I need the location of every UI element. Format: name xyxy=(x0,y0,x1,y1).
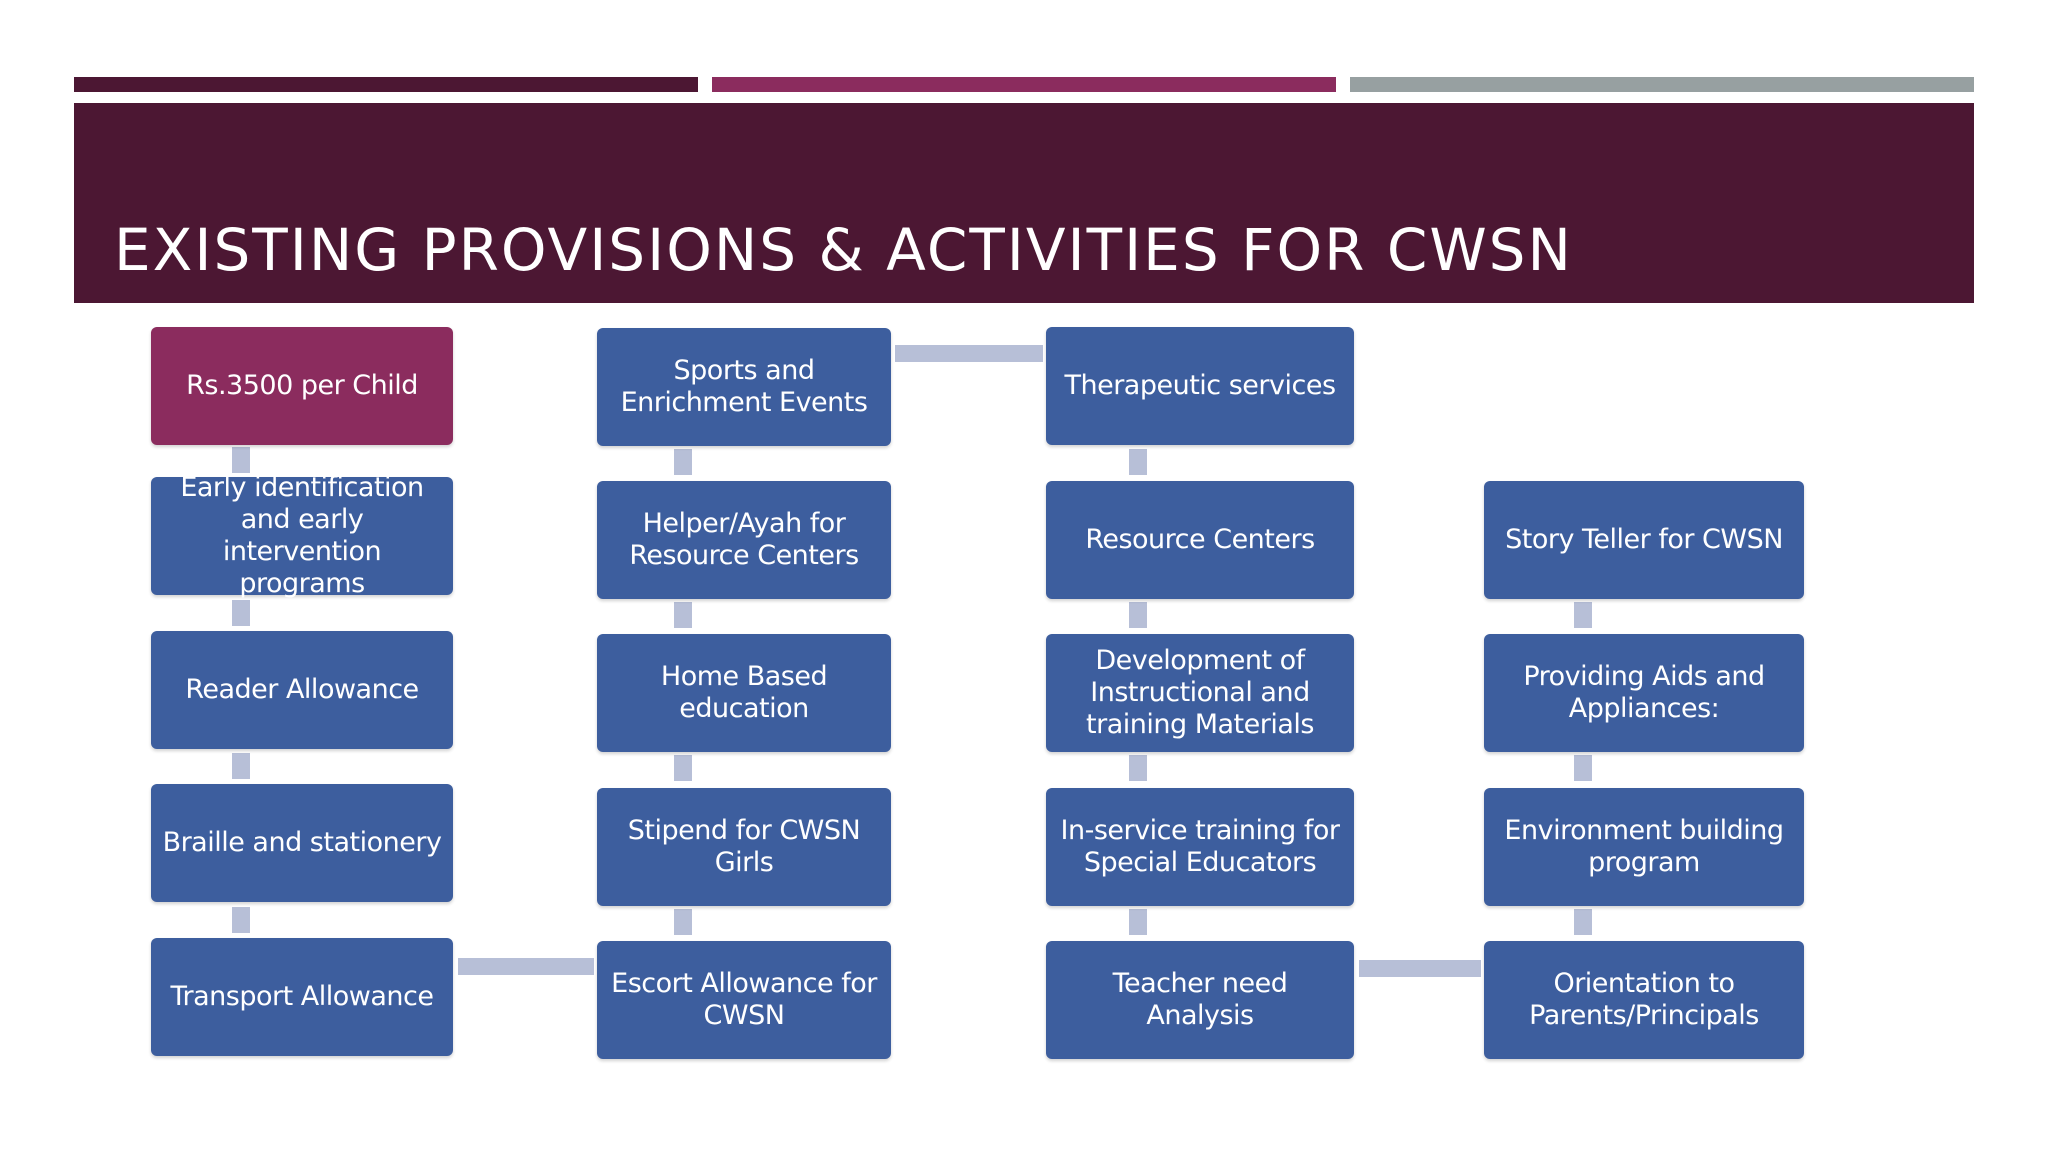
diagram-node: Sports and Enrichment Events xyxy=(597,328,891,446)
diagram-node: Reader Allowance xyxy=(151,631,453,749)
accent-bar-gray xyxy=(1350,77,1974,92)
connector xyxy=(458,958,594,975)
node-label: Braille and stationery xyxy=(162,827,442,858)
slide-title: EXISTING PROVISIONS & ACTIVITIES FOR CWS… xyxy=(114,216,1573,284)
connector xyxy=(674,602,692,628)
diagram-node: Providing Aids and Appliances: xyxy=(1484,634,1804,752)
diagram-node: Helper/Ayah for Resource Centers xyxy=(597,481,891,599)
diagram-node: Braille and stationery xyxy=(151,784,453,902)
connector xyxy=(1129,449,1147,475)
connector xyxy=(1574,602,1592,628)
connector xyxy=(674,755,692,781)
connector xyxy=(1574,755,1592,781)
node-label: Therapeutic services xyxy=(1064,370,1336,401)
node-label: Orientation to Parents/Principals xyxy=(1529,968,1759,1031)
accent-bar-magenta xyxy=(712,77,1336,92)
diagram-node: Story Teller for CWSN xyxy=(1484,481,1804,599)
diagram-node: Home Based education xyxy=(597,634,891,752)
node-label: Teacher need Analysis xyxy=(1112,968,1288,1031)
node-label: Resource Centers xyxy=(1085,524,1315,555)
diagram-node: Development of Instructional and trainin… xyxy=(1046,634,1354,752)
diagram-node: Resource Centers xyxy=(1046,481,1354,599)
diagram-node: Teacher need Analysis xyxy=(1046,941,1354,1059)
connector xyxy=(232,907,250,933)
diagram-node: Early identification and early intervent… xyxy=(151,472,453,599)
node-label: Early identification and early intervent… xyxy=(180,472,424,599)
node-label: Home Based education xyxy=(660,661,828,724)
node-label: Story Teller for CWSN xyxy=(1505,524,1783,555)
node-label: Rs.3500 per Child xyxy=(186,370,418,401)
diagram-node: In-service training for Special Educator… xyxy=(1046,788,1354,906)
diagram-node: Escort Allowance for CWSN xyxy=(597,941,891,1059)
node-label: Escort Allowance for CWSN xyxy=(611,968,877,1031)
connector xyxy=(674,449,692,475)
connector xyxy=(232,753,250,779)
node-label: Sports and Enrichment Events xyxy=(620,355,868,418)
title-band: EXISTING PROVISIONS & ACTIVITIES FOR CWS… xyxy=(74,103,1974,303)
connector xyxy=(1129,602,1147,628)
diagram-node: Transport Allowance xyxy=(151,938,453,1056)
diagram-node: Orientation to Parents/Principals xyxy=(1484,941,1804,1059)
node-label: Helper/Ayah for Resource Centers xyxy=(629,508,859,571)
accent-bar-dark xyxy=(74,77,698,92)
connector xyxy=(232,600,250,626)
connector xyxy=(232,447,250,473)
node-label: Development of Instructional and trainin… xyxy=(1086,645,1314,740)
connector xyxy=(895,345,1043,362)
diagram-node: Environment building program xyxy=(1484,788,1804,906)
node-label: Reader Allowance xyxy=(185,674,419,705)
connector xyxy=(1129,909,1147,935)
diagram-node: Stipend for CWSN Girls xyxy=(597,788,891,906)
node-label: Providing Aids and Appliances: xyxy=(1523,661,1765,724)
node-label: Transport Allowance xyxy=(170,981,434,1012)
connector xyxy=(1359,960,1481,977)
node-label: Stipend for CWSN Girls xyxy=(627,815,861,878)
node-label: In-service training for Special Educator… xyxy=(1060,815,1340,878)
connector xyxy=(1129,755,1147,781)
node-label: Environment building program xyxy=(1504,815,1784,878)
diagram-node: Rs.3500 per Child xyxy=(151,327,453,445)
connector xyxy=(1574,909,1592,935)
connector xyxy=(674,909,692,935)
diagram-node: Therapeutic services xyxy=(1046,327,1354,445)
